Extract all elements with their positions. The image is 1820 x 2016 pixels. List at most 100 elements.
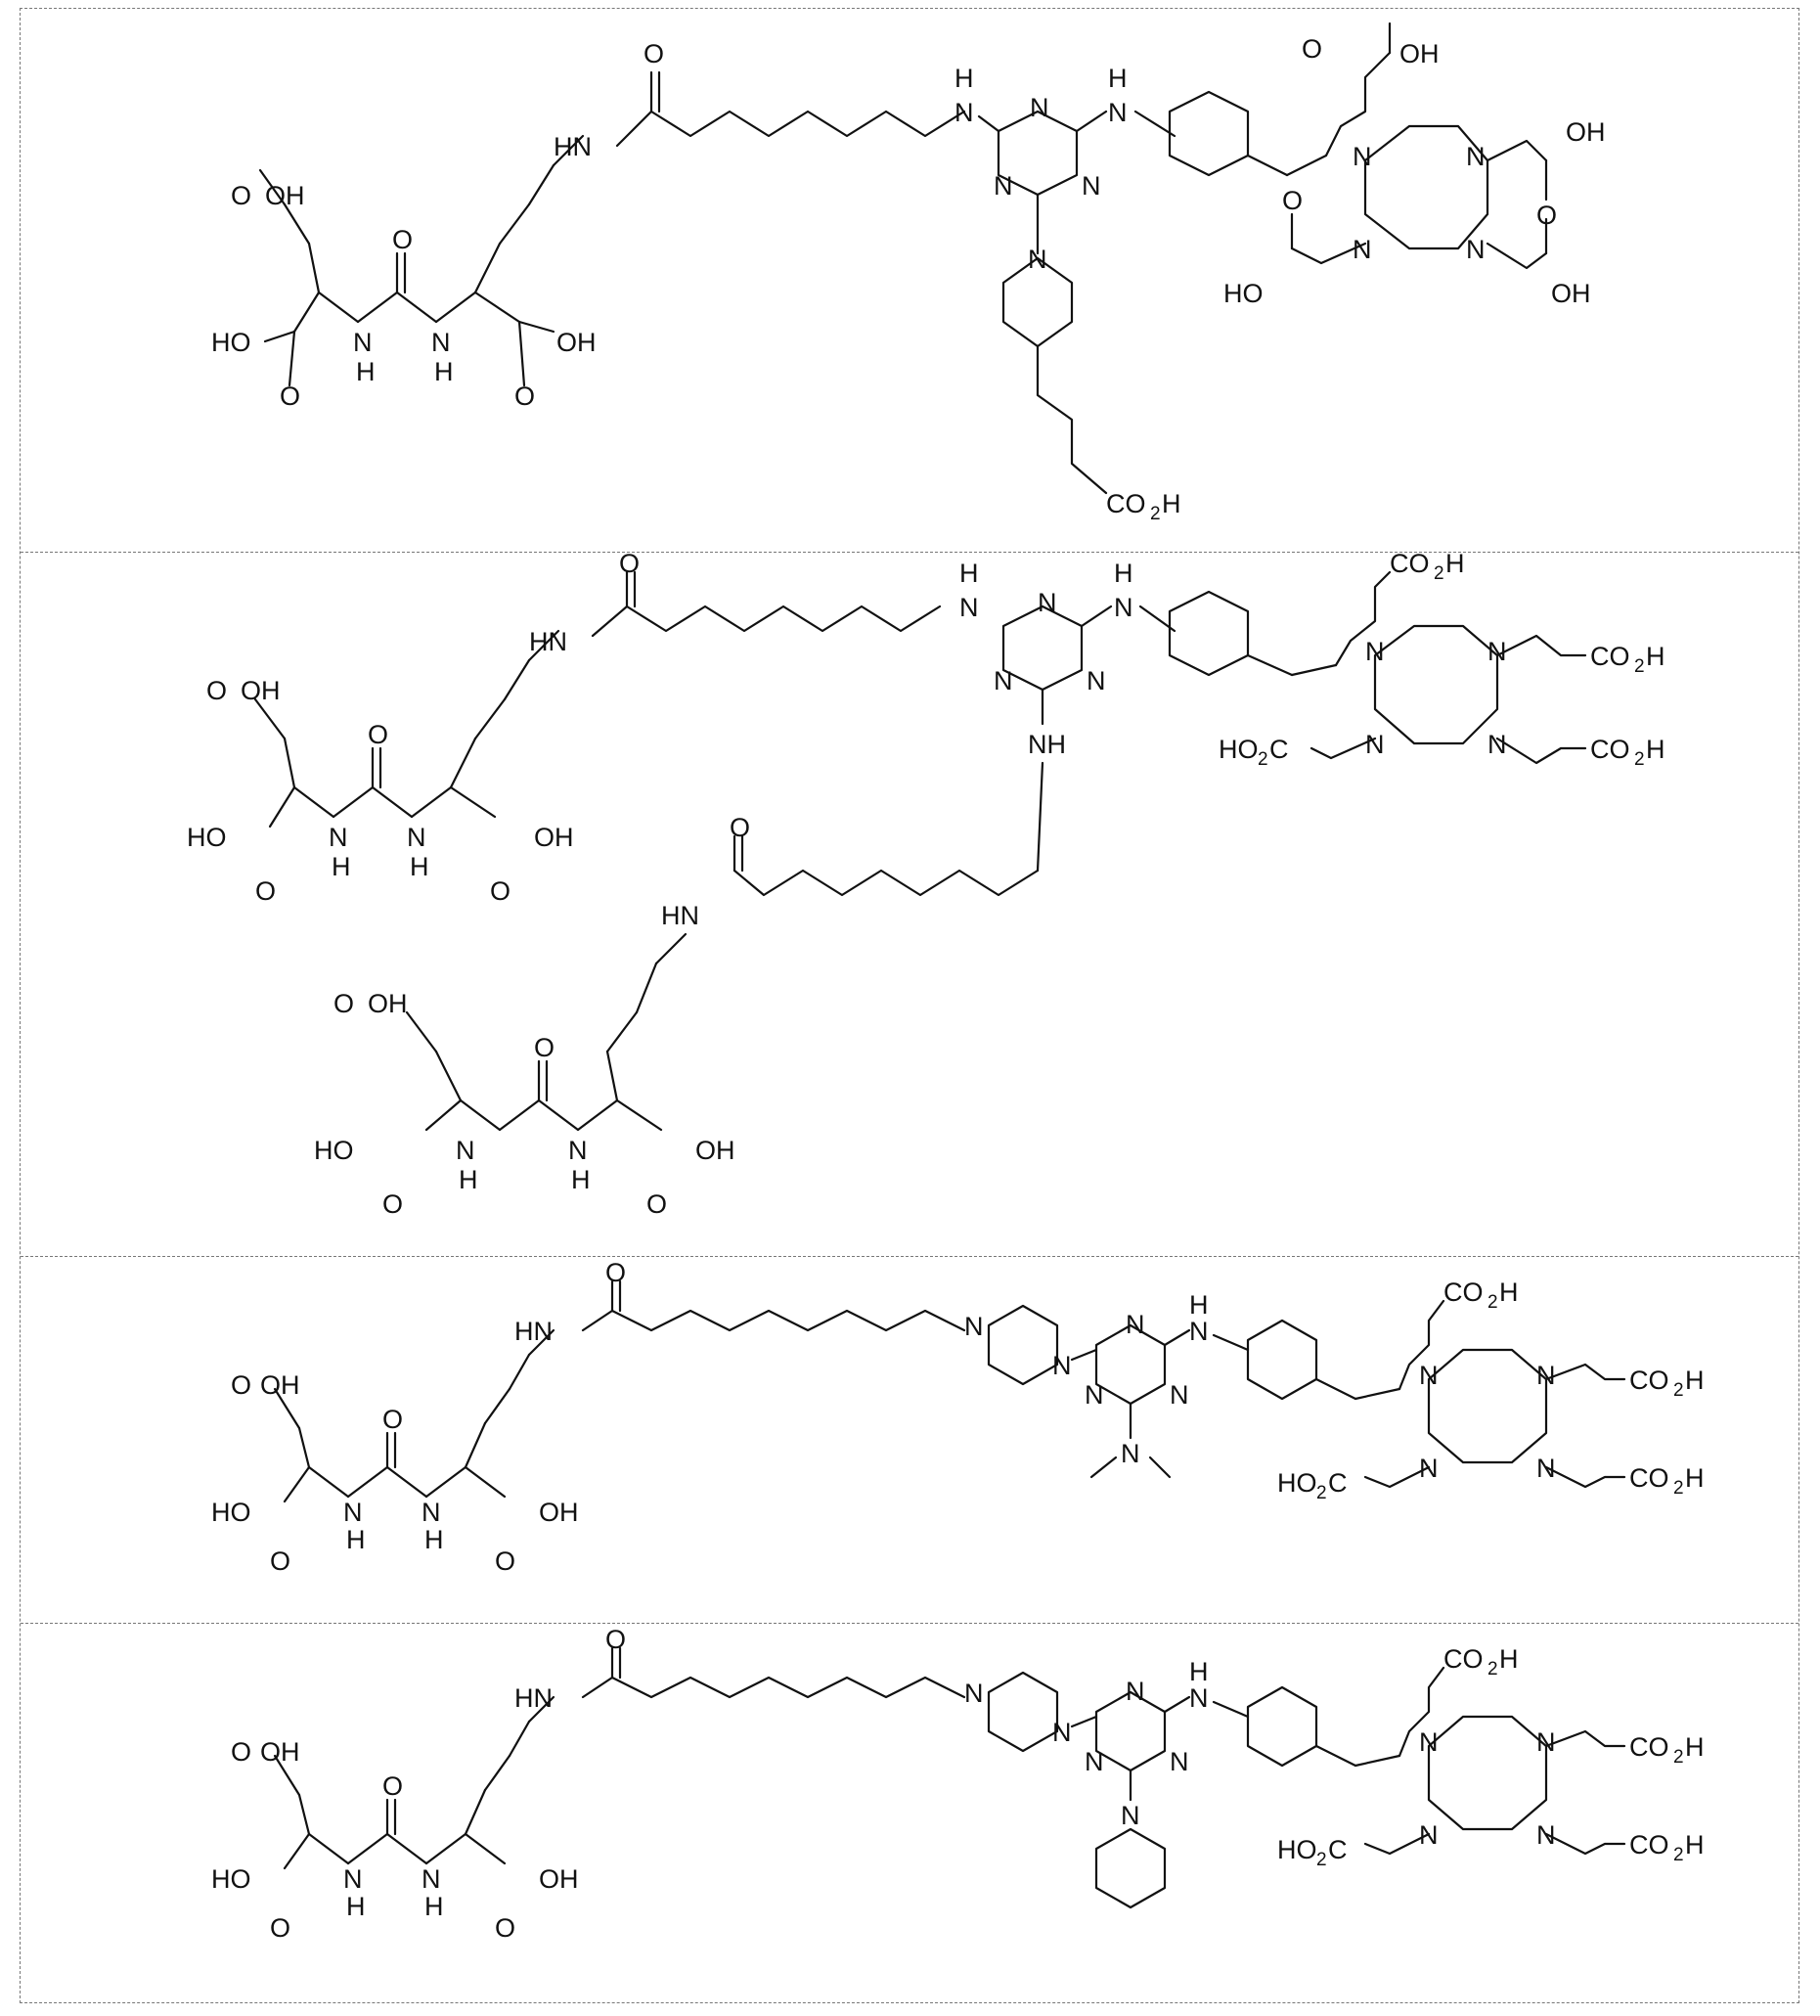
- label-hn: HN: [554, 132, 592, 161]
- phenyl-ring: [1170, 592, 1248, 675]
- label-n: N: [994, 666, 1013, 695]
- alkyl-linker-upper: [593, 606, 940, 636]
- label-ho: HO: [211, 328, 251, 357]
- alkyl-linker: [583, 1311, 964, 1330]
- glu-urea-lys-motif-lower: [407, 934, 686, 1130]
- label-co2h-tail: H: [1499, 1644, 1519, 1674]
- label-o: O: [619, 553, 640, 578]
- phenyl-ring: [1248, 1687, 1316, 1766]
- label-co2h: CO: [1443, 1644, 1484, 1674]
- label-co2h-tail: H: [1646, 735, 1665, 764]
- label-ho: HO: [187, 823, 227, 852]
- label-o: O: [490, 876, 510, 906]
- label-oh: OH: [260, 1370, 300, 1400]
- label-o: O: [231, 1370, 251, 1400]
- label-n: N: [1353, 235, 1372, 264]
- molecule-3: O OH HO O N H O N H OH O HN O N N N N N: [21, 1257, 1800, 1624]
- label-o: O: [333, 989, 354, 1018]
- label-hn: HN: [514, 1683, 553, 1713]
- label-h: H: [954, 64, 974, 93]
- label-sub: 2: [1673, 1845, 1684, 1865]
- label-n: N: [431, 328, 451, 357]
- label-o: O: [270, 1546, 290, 1576]
- label-co2h: CO: [1629, 1463, 1669, 1493]
- label-n: N: [1126, 1677, 1145, 1706]
- molecule-1: O OH HO O N H O N H OH O HN O H N N N N: [21, 9, 1800, 552]
- label-n: N: [994, 171, 1013, 201]
- label-o: O: [495, 1546, 515, 1576]
- label-co2h-tail: H: [1646, 642, 1665, 671]
- label-n: N: [1126, 1310, 1145, 1339]
- label-n: N: [343, 1864, 363, 1894]
- label-hn: HN: [514, 1317, 553, 1346]
- label-h: H: [571, 1165, 591, 1194]
- label-co2h: CO: [1629, 1732, 1669, 1762]
- label-o: O: [231, 181, 251, 210]
- label-n: N: [1365, 730, 1385, 759]
- alkyl-linker-lower: [734, 871, 1038, 895]
- label-h: H: [434, 357, 454, 386]
- label-oh: OH: [539, 1498, 579, 1527]
- alkyl-linker: [617, 112, 964, 146]
- label-n: N: [1189, 1683, 1209, 1713]
- label-n: N: [959, 593, 979, 622]
- label-ho: HO: [211, 1864, 251, 1894]
- label-n: N: [1189, 1317, 1209, 1346]
- label-o: O: [280, 381, 300, 411]
- alkyl-linker: [583, 1678, 964, 1697]
- label-n: N: [422, 1864, 441, 1894]
- label-n: N: [1353, 142, 1372, 171]
- label-sub: 2: [1258, 749, 1268, 770]
- label-sub: 2: [1316, 1483, 1327, 1503]
- label-h: H: [410, 852, 429, 881]
- label-oh: OH: [241, 676, 281, 705]
- label-h: H: [1189, 1657, 1209, 1686]
- dota-macrocycle: N N N N: [1365, 1301, 1624, 1487]
- label-sub: 2: [1434, 563, 1444, 584]
- label-n: N: [1121, 1439, 1140, 1468]
- label-co2h-tail: H: [1499, 1277, 1519, 1307]
- label-n: N: [1082, 171, 1101, 201]
- label-ho2c: HO: [1219, 735, 1259, 764]
- label-sub: 2: [1673, 1380, 1684, 1401]
- label-oh: OH: [556, 328, 597, 357]
- label-hn: HN: [661, 901, 699, 930]
- label-h: H: [356, 357, 376, 386]
- label-o: O: [206, 676, 227, 705]
- label-n: N: [422, 1498, 441, 1527]
- phenyl-ring: [1248, 1321, 1316, 1399]
- label-o: O: [255, 876, 276, 906]
- label-n: N: [568, 1136, 588, 1165]
- label-oh: OH: [1566, 117, 1606, 147]
- label-n: N: [1466, 142, 1486, 171]
- label-o: O: [270, 1913, 290, 1943]
- label-n: N: [1114, 593, 1133, 622]
- label-o: O: [382, 1771, 403, 1801]
- label-sub: 2: [1487, 1659, 1498, 1680]
- label-o: O: [644, 39, 664, 68]
- piperazine-ring: [989, 1306, 1057, 1384]
- label-n: N: [1466, 235, 1486, 264]
- label-ho2c: HO: [1277, 1835, 1317, 1864]
- dota-macrocycle: N N N N: [1311, 572, 1585, 763]
- label-sub: 2: [1634, 749, 1645, 770]
- label-co2h-tail: H: [1445, 553, 1465, 578]
- label-co2h: CO: [1629, 1830, 1669, 1859]
- butanoic-chain: [1038, 346, 1106, 493]
- label-co2h-tail: H: [1685, 1463, 1705, 1493]
- chemical-structures-figure: O OH HO O N H O N H OH O HN O H N N N N: [20, 8, 1799, 2003]
- label-sub: 2: [1673, 1747, 1684, 1768]
- label-co2h-tail: H: [1685, 1366, 1705, 1395]
- label-n: N: [1085, 1380, 1104, 1410]
- label-h: H: [346, 1892, 366, 1921]
- label-n: N: [1487, 730, 1507, 759]
- label-co2h: CO: [1443, 1277, 1484, 1307]
- label-h: H: [1189, 1290, 1209, 1320]
- piperidine-ring: [1096, 1829, 1165, 1907]
- glu-urea-lys-motif: [275, 1330, 554, 1501]
- label-n: N: [1536, 1361, 1556, 1390]
- label-n: N: [1536, 1727, 1556, 1757]
- label-n: N: [1419, 1361, 1439, 1390]
- label-n: N: [1419, 1727, 1439, 1757]
- label-ho: HO: [1223, 279, 1264, 308]
